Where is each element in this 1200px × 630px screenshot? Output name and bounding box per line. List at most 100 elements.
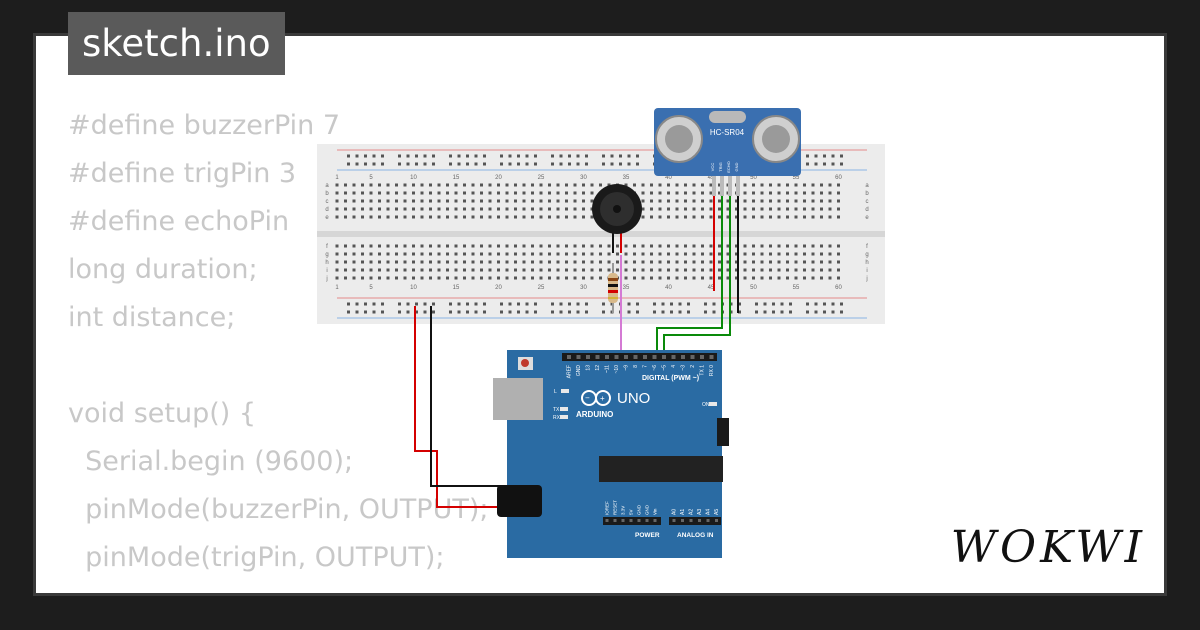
bb-hole [531,268,534,272]
bb-hole [556,260,560,264]
bb-hole [395,276,398,280]
bb-hole [828,268,832,272]
bb-hole [522,260,526,264]
bb-hole [701,268,704,272]
bb-hole [828,276,832,280]
bb-hole [692,260,696,264]
bb-hole [820,244,823,248]
column-number: 1 [335,175,339,181]
digital-pin-label: 8 [633,365,639,368]
bb-hole [344,199,347,203]
bb-hole [446,260,449,264]
bb-hole [497,199,500,203]
rail-hole [381,310,384,314]
bb-hole [769,252,772,256]
bb-hole [624,183,628,187]
bb-hole [760,252,764,256]
bb-hole [726,215,730,219]
power-pin [629,519,633,522]
bb-hole [650,268,653,272]
board-model: UNO [617,390,650,407]
bb-hole [531,244,534,248]
bb-hole [658,183,662,187]
bb-hole [463,183,466,187]
bb-hole [395,252,398,256]
bb-hole [497,276,500,280]
bb-hole [675,260,679,264]
bb-hole [437,191,441,195]
bb-hole [828,191,832,195]
rail-hole [653,310,656,314]
bb-hole [777,244,781,248]
rail-hole [840,310,843,314]
bb-hole [650,244,653,248]
bb-hole [361,268,364,272]
bb-hole [429,191,432,195]
bb-hole [709,260,713,264]
bb-hole [803,183,806,187]
rail-hole [619,162,622,166]
sensor-pin [720,176,724,196]
bb-hole [463,244,466,248]
bb-hole [344,215,347,219]
bb-hole [684,215,687,219]
bb-hole [616,252,619,256]
bb-hole [344,244,347,248]
bb-hole [548,207,551,211]
bb-hole [352,199,356,203]
bb-hole [403,199,407,203]
rail-hole [585,310,588,314]
bb-hole [335,183,339,187]
bb-hole [471,191,475,195]
bb-hole [386,244,390,248]
bb-hole [514,260,517,264]
rail-hole [831,154,835,158]
bb-hole [718,268,721,272]
rail-hole [661,310,665,314]
bb-hole [403,252,407,256]
bb-hole [599,252,602,256]
row-letter: i [866,268,867,274]
column-number: 35 [623,175,630,181]
rail-hole [347,162,350,166]
bb-hole [361,244,364,248]
bb-hole [692,215,696,219]
bb-hole [726,207,730,211]
bb-hole [412,183,415,187]
file-tab[interactable]: sketch.ino [68,12,285,75]
digital-pin-label: AREF [567,365,573,378]
bb-hole [599,276,602,280]
bb-hole [658,244,662,248]
bb-hole [803,252,806,256]
board-led-label: RX [553,415,561,421]
bb-hole [488,207,492,211]
bb-hole [718,244,721,248]
bb-hole [437,268,441,272]
power-pin [653,519,657,522]
bb-hole [675,252,679,256]
rail-hole [840,302,843,306]
bb-hole [743,215,747,219]
bb-hole [352,260,356,264]
bb-hole [369,244,373,248]
usb-port [493,378,543,420]
bb-hole [811,183,815,187]
bb-hole [692,276,696,280]
rail-hole [457,162,461,166]
bb-hole [429,260,432,264]
digital-pin [586,355,590,359]
buzzer [592,184,642,253]
bb-hole [616,268,619,272]
bb-hole [565,244,568,248]
bb-hole [692,268,696,272]
bb-hole [403,276,407,280]
bb-hole [412,252,415,256]
rail-hole [831,302,835,306]
analog-pin [715,519,718,522]
code-line: Serial.begin (9600); [68,446,354,477]
rail-hole [449,310,452,314]
sensor-pin-label: TRIG [718,162,723,172]
bb-hole [429,244,432,248]
